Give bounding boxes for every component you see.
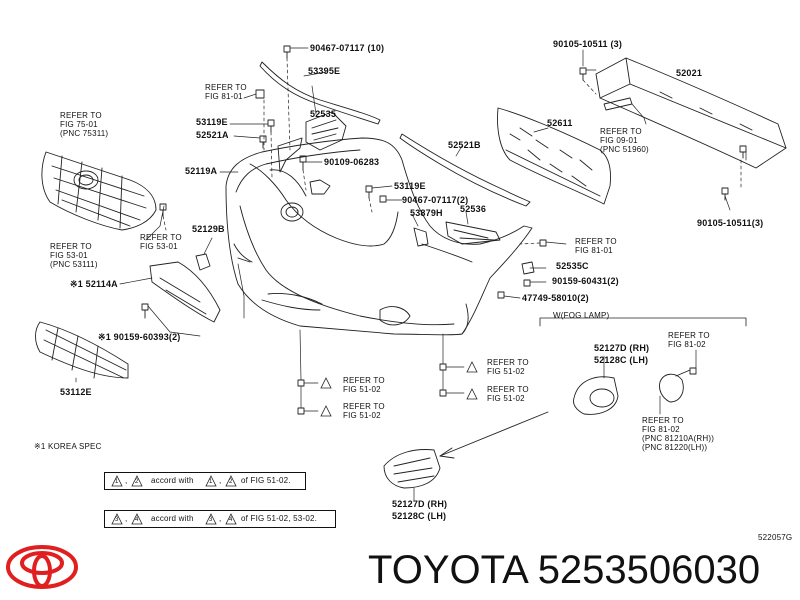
- triangle-1-icon: [466, 361, 478, 373]
- part-label-52536: 52536: [460, 204, 487, 214]
- part-label-52611: 52611: [547, 118, 573, 128]
- triangle-3-icon: [205, 513, 217, 525]
- part-label-90109: 90109-06283: [324, 157, 380, 167]
- part-label-52521b: 52521B: [448, 140, 481, 150]
- triangle-2-icon: [320, 377, 332, 389]
- part-label-90467-mid: 90467-07117(2): [402, 195, 469, 205]
- part-label-90105-top: 90105-10511 (3): [553, 39, 623, 49]
- part-label-53119e-right: 53119E: [394, 181, 426, 191]
- triangle-4-icon: [131, 513, 143, 525]
- legend-row-1: 1 , 2 accord with 1 , 2 of FIG 51-02.: [104, 472, 306, 490]
- brand-name: TOYOTA: [368, 548, 527, 592]
- part-label-90159-60431: 90159-60431(2): [552, 276, 619, 286]
- part-label-52129b: 52129B: [192, 224, 225, 234]
- diagram-code: 522057G: [758, 533, 793, 542]
- korea-spec-note: ※1 KOREA SPEC: [34, 442, 102, 451]
- part-label-47749: 47749-58010(2): [522, 293, 589, 303]
- part-label-53395e: 53395E: [308, 66, 341, 76]
- triangle-4-icon: [320, 405, 332, 417]
- part-label-53112e: 53112E: [60, 387, 92, 397]
- triangle-3-icon: [466, 388, 478, 400]
- triangle-4-icon: [225, 513, 237, 525]
- part-label-52114a: ※1 52114A: [70, 279, 118, 289]
- bumper-cover-drawing: [225, 137, 533, 336]
- part-label-52521a: 52521A: [196, 130, 229, 140]
- part-label-53879h: 53879H: [410, 208, 443, 218]
- part-label-52127d-lower: 52127D (RH): [392, 499, 448, 509]
- part-label-90467-top: 90467-07117 (10): [310, 43, 385, 53]
- footer-brand-partnumber: TOYOTA 5253506030: [368, 548, 760, 592]
- legend-row-2: 3 , 4 accord with 3 , 4 of FIG 51-02, 53…: [104, 510, 336, 528]
- part-label-90105-bottom: 90105-10511(3): [697, 218, 764, 228]
- toyota-logo-icon: [6, 545, 78, 589]
- triangle-1-icon: [205, 475, 217, 487]
- part-label-52535c: 52535C: [556, 261, 589, 271]
- fog-lamp-group-header: W(FOG LAMP): [553, 311, 610, 320]
- triangle-3-icon: [111, 513, 123, 525]
- part-label-52021: 52021: [676, 68, 703, 78]
- triangle-2-icon: [131, 475, 143, 487]
- part-label-53119e-left: 53119E: [196, 117, 228, 127]
- part-label-52119a: 52119A: [185, 166, 218, 176]
- part-label-52127d-upper: 52127D (RH): [594, 343, 650, 353]
- part-label-52128c-upper: 52128C (LH): [594, 355, 649, 365]
- triangle-1-icon: [111, 475, 123, 487]
- triangle-2-icon: [225, 475, 237, 487]
- part-label-52535: 52535: [310, 109, 337, 119]
- part-label-52128c-lower: 52128C (LH): [392, 511, 447, 521]
- part-label-90159-60393: ※1 90159-60393(2): [98, 332, 181, 342]
- part-number: 5253506030: [537, 548, 761, 592]
